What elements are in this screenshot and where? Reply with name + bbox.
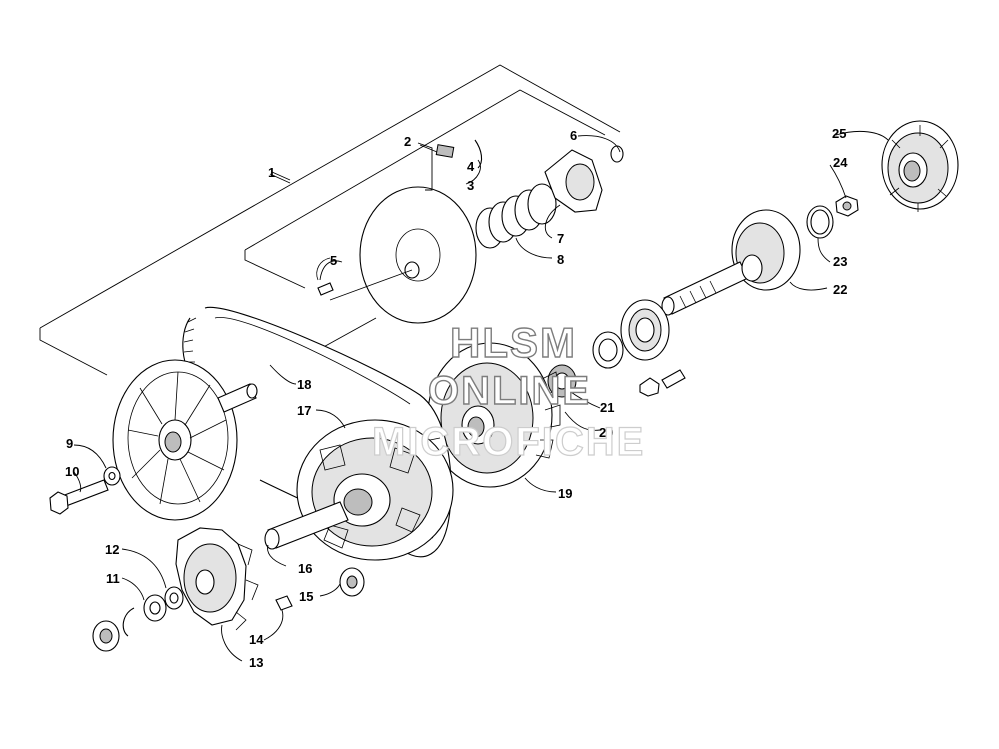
- callout-19: 19: [558, 486, 572, 501]
- part-14-clip: [275, 595, 293, 611]
- callout-6: 6: [570, 128, 577, 143]
- part-13-sheave: [175, 527, 259, 631]
- callout-14: 14: [249, 632, 264, 647]
- part-6-ring: [610, 145, 624, 163]
- lock-nut: [92, 620, 120, 652]
- moveable-sheave-top: [329, 186, 477, 324]
- callout-8: 8: [557, 252, 564, 267]
- part-21-washer: [592, 331, 624, 369]
- part-23-ring: [806, 205, 834, 239]
- callout-labels: 1 2 3 4 5 6 7 8 9 10 11 12 13 14 15 16 1…: [65, 126, 848, 670]
- callout-22: 22: [833, 282, 847, 297]
- callout-4: 4: [467, 159, 475, 174]
- callout-17: 17: [297, 403, 311, 418]
- part-8-spring: [475, 183, 557, 249]
- part-3-block: [435, 144, 455, 158]
- part-11-spacer: [143, 594, 167, 622]
- callout-18: 18: [297, 377, 311, 392]
- callout-20: 20: [599, 425, 613, 440]
- part-24-nut: [835, 195, 859, 217]
- callout-11: 11: [106, 571, 120, 586]
- part-7-cam: [544, 149, 603, 213]
- callout-1: 1: [268, 165, 275, 180]
- part-12-washer: [164, 586, 184, 610]
- callout-21: 21: [600, 400, 614, 415]
- bolt-small: [639, 369, 686, 397]
- callout-25: 25: [832, 126, 846, 141]
- part-15-nut: [339, 567, 365, 597]
- callout-5: 5: [330, 253, 337, 268]
- callout-15: 15: [299, 589, 313, 604]
- callout-13: 13: [249, 655, 263, 670]
- part-9-washer: [103, 466, 121, 486]
- callout-24: 24: [833, 155, 848, 170]
- part-16-shaft: [264, 501, 349, 550]
- callout-9: 9: [66, 436, 73, 451]
- callout-23: 23: [833, 254, 847, 269]
- fixed-sheave: [112, 359, 258, 521]
- part-25-clutch-hub: [881, 120, 959, 212]
- part-19-driven-pulley: [427, 342, 561, 488]
- watermark-line-2: ONLINE: [428, 369, 591, 413]
- part-4-pin: [474, 139, 483, 169]
- part-20-gear: [547, 364, 577, 398]
- part-10-bolt: [49, 479, 109, 515]
- part-5-pin: [316, 257, 334, 296]
- watermark-line-1: HLSM: [450, 319, 577, 366]
- callout-7: 7: [557, 231, 564, 246]
- watermark-line-3: MICROFICHE: [372, 420, 645, 464]
- watermark: HLSM ONLINE MICROFICHE: [371, 318, 645, 464]
- assembly-bracket-1: [39, 64, 621, 376]
- callout-3: 3: [467, 178, 474, 193]
- bearing: [620, 299, 670, 361]
- callout-16: 16: [298, 561, 312, 576]
- callout-2: 2: [404, 134, 411, 149]
- callout-12: 12: [105, 542, 119, 557]
- circlip: [122, 607, 135, 637]
- callout-10: 10: [65, 464, 79, 479]
- leader-lines: [73, 130, 889, 662]
- part-22-shaft: [661, 209, 801, 316]
